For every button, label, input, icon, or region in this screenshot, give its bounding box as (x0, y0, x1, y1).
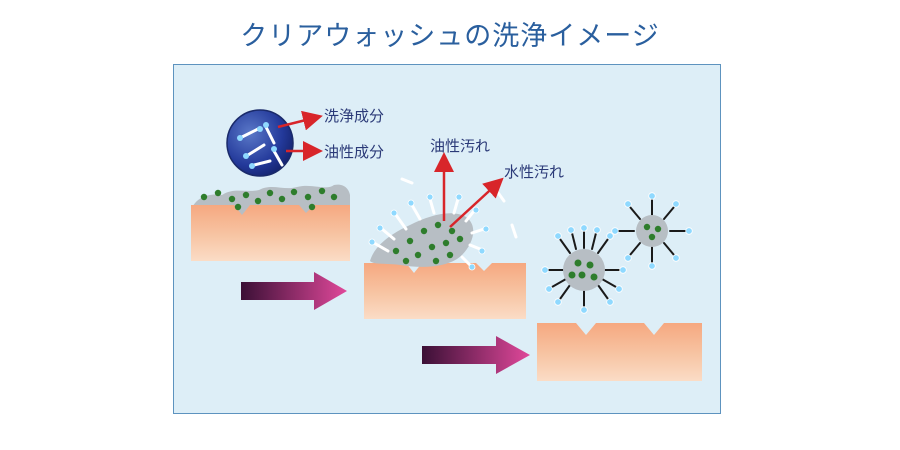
surfactant-heads-2 (368, 193, 490, 271)
label-cleansing-ingredient: 洗浄成分 (324, 107, 384, 125)
process-arrow-1 (241, 272, 347, 310)
skin-block-clean (537, 323, 702, 381)
cleansing-ball-icon (226, 109, 294, 177)
label-water-dirt: 水性汚れ (504, 163, 564, 181)
ball-label-arrows (277, 110, 323, 161)
diagram-panel: 洗浄成分 油性成分 (173, 64, 721, 414)
dirt-label-arrows (434, 152, 504, 228)
dirt-particles-1 (200, 187, 338, 211)
dirt-particles-2 (392, 221, 464, 265)
diagram-title: クリアウォッシュの洗浄イメージ (240, 21, 660, 52)
micelle-2 (611, 192, 693, 270)
skin-block-dirty (191, 184, 350, 261)
skin-block-lifting (364, 213, 526, 319)
process-arrow-2 (422, 336, 530, 374)
micelle-1 (541, 224, 627, 314)
label-oil-ingredient: 油性成分 (324, 143, 384, 161)
label-oily-dirt: 油性汚れ (430, 137, 490, 155)
